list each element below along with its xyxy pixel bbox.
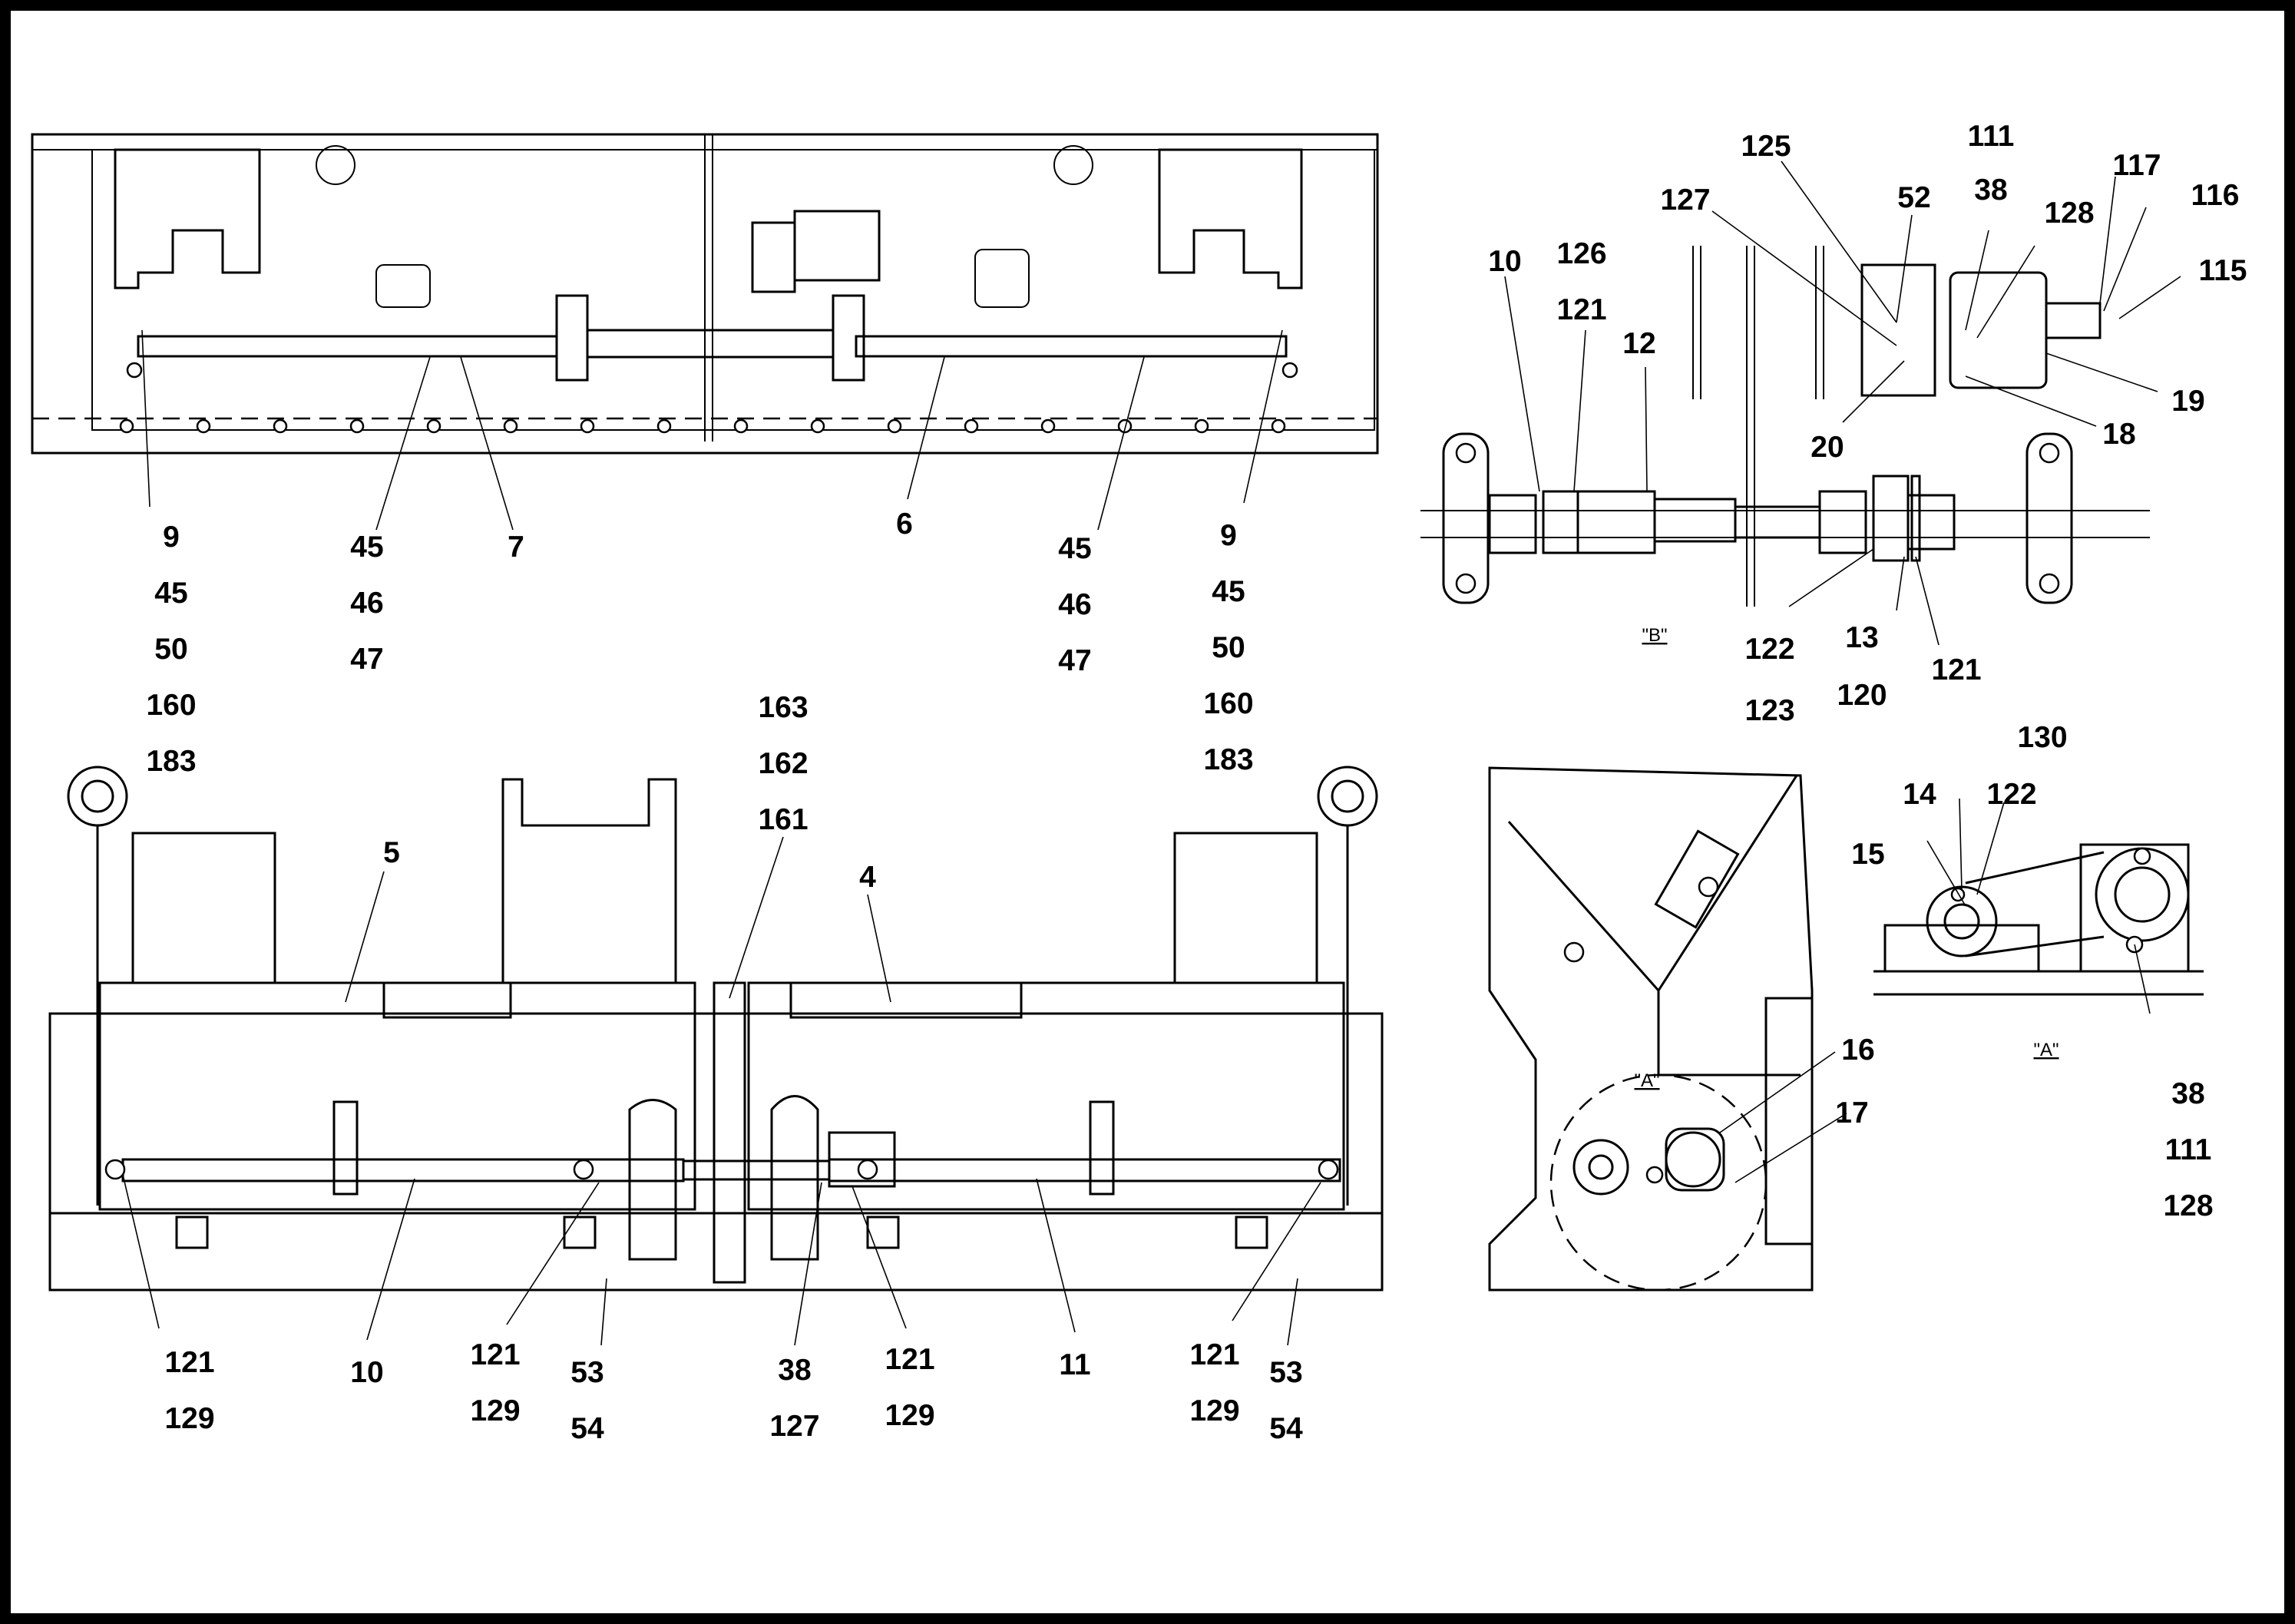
view-a-label: "A" [2033, 1040, 2059, 1060]
svg-text:128: 128 [2163, 1189, 2213, 1222]
svg-text:9: 9 [1220, 519, 1237, 552]
svg-text:50: 50 [1212, 631, 1245, 664]
svg-text:46: 46 [1058, 588, 1091, 621]
svg-text:121: 121 [470, 1338, 520, 1371]
svg-text:160: 160 [146, 689, 196, 722]
front-elevation-callouts: 5 4 163 162 161 121 129 10 121 129 53 54… [164, 691, 1303, 1445]
svg-text:14: 14 [1903, 778, 1936, 811]
view-a-detail [1873, 798, 2204, 1014]
svg-text:111: 111 [1968, 120, 2015, 153]
view-a-circle-label: "A" [1634, 1070, 1659, 1091]
top-plan-view [31, 133, 1379, 531]
callout-17: 17 [1835, 1096, 1868, 1130]
svg-text:120: 120 [1837, 679, 1887, 712]
svg-text:128: 128 [2044, 197, 2094, 230]
svg-text:115: 115 [2199, 254, 2247, 287]
svg-text:15: 15 [1851, 838, 1884, 871]
callout-45-right: 45 46 47 [1058, 532, 1091, 677]
svg-text:127: 127 [769, 1410, 819, 1443]
svg-text:45: 45 [1058, 532, 1091, 565]
svg-text:130: 130 [2017, 721, 2067, 754]
svg-text:54: 54 [570, 1412, 604, 1445]
svg-text:53: 53 [1269, 1356, 1302, 1389]
svg-text:45: 45 [350, 531, 383, 564]
svg-text:122: 122 [1986, 778, 2036, 811]
svg-text:38: 38 [1974, 174, 2007, 207]
svg-text:50: 50 [154, 633, 187, 666]
svg-text:126: 126 [1556, 237, 1606, 270]
svg-text:45: 45 [154, 577, 187, 610]
svg-text:121: 121 [1931, 653, 1981, 686]
svg-text:129: 129 [1189, 1394, 1239, 1427]
callout-9-right: 9 45 50 160 183 [1203, 519, 1253, 776]
svg-text:121: 121 [164, 1346, 214, 1379]
svg-text:47: 47 [1058, 644, 1091, 677]
view-b-callouts: 10 126 121 12 127 125 52 111 38 128 117 … [1488, 120, 2247, 727]
svg-text:20: 20 [1811, 431, 1844, 464]
svg-text:38: 38 [2171, 1077, 2204, 1110]
svg-text:183: 183 [1203, 743, 1253, 776]
svg-text:18: 18 [2102, 418, 2135, 451]
svg-text:38: 38 [778, 1354, 811, 1387]
svg-text:127: 127 [1660, 184, 1710, 217]
view-a-callouts: 130 14 122 15 38 111 128 [1851, 721, 2213, 1222]
callout-7: 7 [508, 531, 524, 564]
svg-text:54: 54 [1269, 1412, 1303, 1445]
svg-text:121: 121 [885, 1343, 934, 1376]
side-elevation-view [1488, 766, 1847, 1292]
svg-text:183: 183 [146, 745, 196, 778]
svg-text:122: 122 [1744, 633, 1794, 666]
svg-text:163: 163 [758, 691, 808, 724]
svg-text:53: 53 [570, 1356, 604, 1389]
svg-text:123: 123 [1744, 694, 1794, 727]
svg-text:4: 4 [859, 861, 876, 894]
svg-text:10: 10 [1488, 245, 1521, 278]
svg-text:129: 129 [470, 1394, 520, 1427]
svg-text:116: 116 [2191, 179, 2240, 212]
callout-45-left: 45 46 47 [350, 531, 383, 676]
view-b-drive-detail [1420, 160, 2181, 646]
svg-text:160: 160 [1203, 687, 1253, 720]
svg-text:12: 12 [1622, 327, 1655, 360]
svg-text:129: 129 [885, 1399, 934, 1432]
svg-text:9: 9 [163, 521, 180, 554]
svg-text:111: 111 [2165, 1133, 2212, 1166]
svg-text:47: 47 [350, 643, 383, 676]
svg-text:162: 162 [758, 747, 808, 780]
callout-6: 6 [896, 508, 913, 541]
svg-text:121: 121 [1556, 293, 1606, 326]
svg-text:46: 46 [350, 587, 383, 620]
front-elevation-view [48, 766, 1384, 1346]
svg-text:45: 45 [1212, 575, 1245, 608]
svg-text:13: 13 [1845, 621, 1878, 654]
svg-text:129: 129 [164, 1402, 214, 1435]
svg-text:125: 125 [1741, 130, 1791, 163]
svg-text:11: 11 [1059, 1348, 1090, 1381]
svg-text:19: 19 [2171, 385, 2204, 418]
view-b-label: "B" [1642, 625, 1667, 646]
svg-text:121: 121 [1189, 1338, 1239, 1371]
callout-16: 16 [1841, 1034, 1874, 1067]
svg-text:117: 117 [2113, 149, 2161, 182]
svg-text:10: 10 [350, 1356, 383, 1389]
svg-text:161: 161 [758, 803, 808, 836]
svg-text:52: 52 [1897, 181, 1930, 214]
callout-9-left: 9 45 50 160 183 [146, 521, 196, 778]
svg-text:5: 5 [383, 836, 400, 869]
